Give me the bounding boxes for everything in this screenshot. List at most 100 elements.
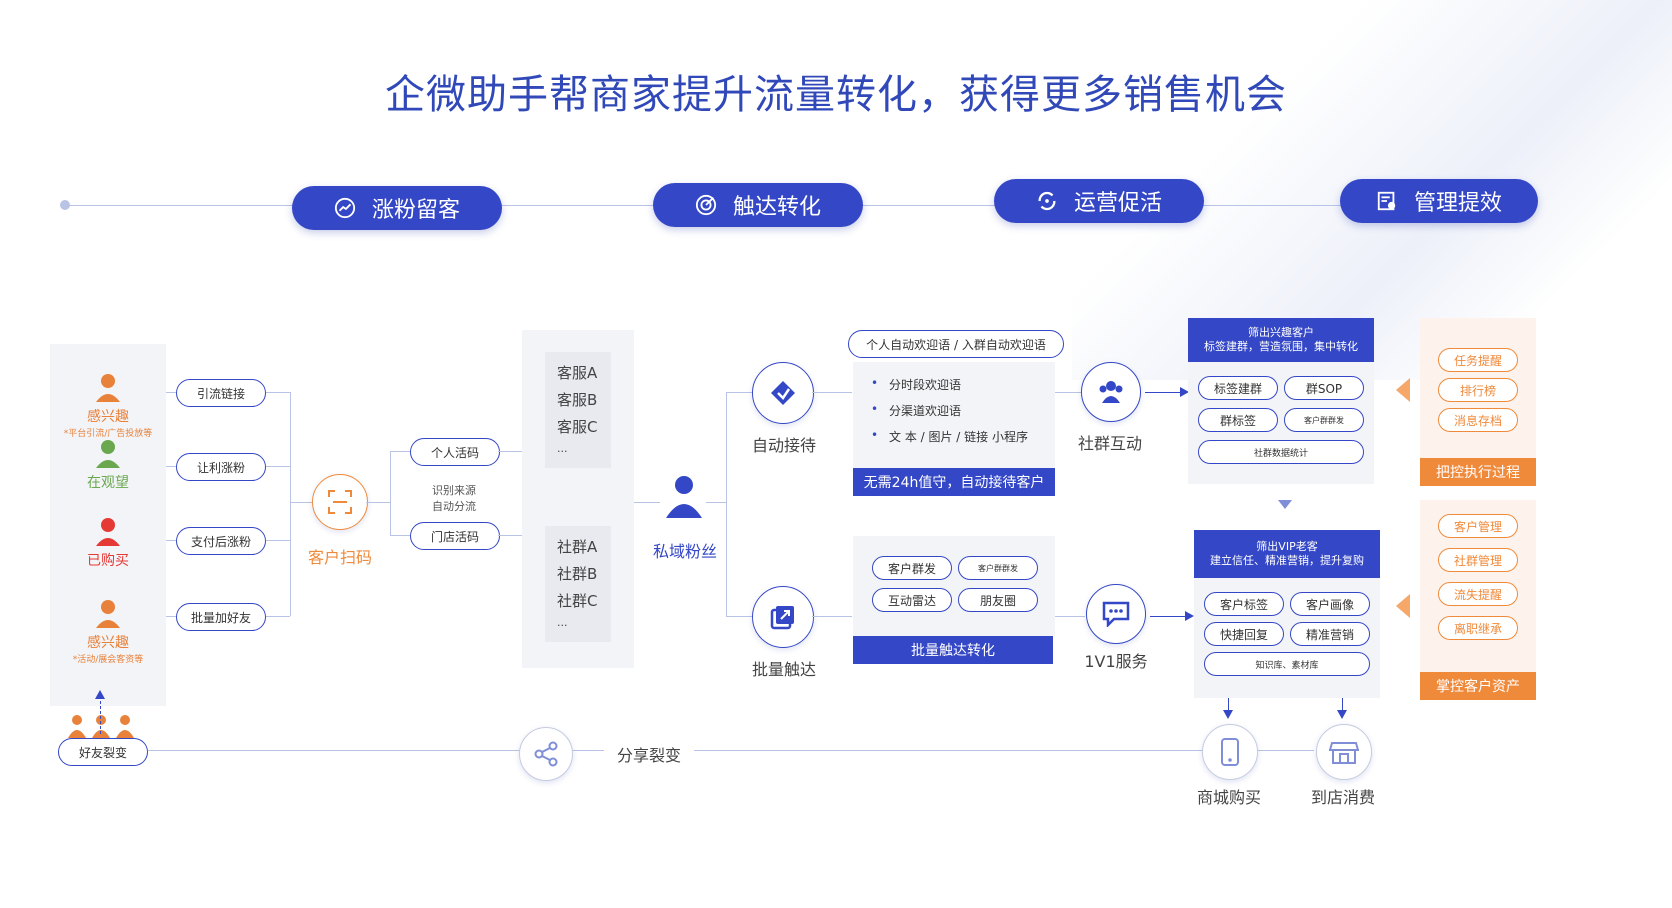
private-fans-person-icon (666, 476, 702, 518)
auto-reception-label: 自动接待 (751, 436, 816, 455)
customer-sub: *平台引流/广告投放等 (63, 429, 153, 439)
referral-pill: 好友裂变 (58, 738, 148, 766)
agent-item: ... (557, 442, 568, 455)
connector (1055, 392, 1081, 393)
community-label: 社群互动 (1077, 434, 1142, 453)
connector (390, 451, 410, 452)
welcome-pill: 个人自动欢迎语 / 入群自动欢迎语 (848, 330, 1064, 358)
customer-sub: *活动/展会客资等 (72, 655, 144, 665)
connector (266, 540, 290, 541)
person-icon (96, 518, 120, 546)
one-on-one-label: 1V1服务 (1084, 652, 1148, 671)
share-out-icon (770, 606, 794, 630)
arrow-head (1185, 611, 1194, 621)
batch-reach-footer: 批量触达转化 (853, 636, 1053, 664)
code-pill: 个人活码 (410, 438, 500, 466)
bullet-item: 分渠道欢迎语 (867, 402, 1055, 419)
connector (290, 392, 291, 616)
arrow-line (1342, 698, 1343, 712)
tag-pill: 客户群群发 (958, 556, 1038, 580)
group-item: 社群A (557, 538, 598, 556)
agents-box: 客服A 客服B 客服C ... (545, 352, 611, 468)
scan-note: 识别来源 自动分流 (432, 484, 476, 513)
batch-reach-panel (853, 536, 1055, 636)
connector (266, 616, 290, 617)
one-on-one-circle (1086, 584, 1146, 644)
community-header: 筛出兴趣客户 标签建群，营造氛围，集中转化 (1188, 318, 1374, 362)
store-circle (1316, 724, 1372, 780)
store-label: 到店消费 (1310, 788, 1375, 807)
channel-pill: 支付后涨粉 (176, 527, 266, 555)
trend-check-icon (334, 197, 356, 219)
customer-watching: 在观望 (50, 438, 166, 492)
tag-pill: 社群数据统计 (1198, 440, 1364, 464)
stage-label: 涨粉留客 (371, 198, 460, 223)
connector (726, 392, 752, 393)
agent-item: 客服A (557, 364, 598, 382)
group-item: 社群C (557, 592, 598, 610)
tag-pill: 标签建群 (1198, 376, 1278, 400)
connector (166, 466, 176, 467)
group-people-icon (1099, 381, 1123, 403)
connector (166, 616, 176, 617)
tag-pill: 客户画像 (1290, 592, 1370, 616)
connector (498, 535, 522, 536)
connector (390, 535, 410, 536)
mgmt-pill: 任务提醒 (1438, 348, 1518, 372)
connector (498, 451, 522, 452)
tag-pill: 互动雷达 (872, 588, 952, 612)
stage-label: 管理提效 (1413, 191, 1502, 216)
auto-reception-footer: 无需24h值守，自动接待客户 (853, 468, 1055, 496)
connector (812, 392, 852, 393)
customer-interested-2: 感兴趣 *活动/展会客资等 (50, 598, 166, 665)
connector (812, 616, 852, 617)
dashed-arrow-line (100, 696, 101, 734)
report-doc-icon (1377, 191, 1396, 211)
tag-pill: 客户标签 (1204, 592, 1284, 616)
chat-bubble-icon (1102, 601, 1130, 627)
auto-reception-circle (752, 362, 814, 424)
mgmt-pill: 社群管理 (1438, 548, 1518, 572)
person-icon (96, 600, 120, 628)
auto-reception-panel: 分时段欢迎语 分渠道欢迎语 文 本 / 图片 / 链接 小程序 (853, 362, 1055, 468)
agent-item: 客服C (557, 418, 598, 436)
tag-pill: 朋友圈 (958, 588, 1038, 612)
connector (166, 392, 176, 393)
connector (266, 392, 290, 393)
storefront-icon (1329, 742, 1359, 764)
batch-reach-label: 批量触达 (751, 660, 816, 679)
arrow-head (1223, 710, 1233, 719)
share-label: 分享裂变 (616, 746, 681, 765)
handshake-icon (771, 381, 795, 405)
scan-circle (312, 474, 368, 530)
connector (1055, 616, 1085, 617)
stage-manage-efficiency: 管理提效 (1340, 179, 1538, 223)
tag-pill: 群SOP (1284, 376, 1364, 400)
channel-pill: 引流链接 (176, 379, 266, 407)
mobile-phone-icon (1221, 738, 1239, 766)
left-arrow-orange (1396, 594, 1410, 618)
customer-label: 感兴趣 (87, 635, 129, 651)
mgmt-footer-2: 掌控客户资产 (1420, 672, 1536, 700)
bullet-item: 分时段欢迎语 (867, 376, 1055, 393)
stage-reach-convert: 触达转化 (653, 183, 863, 227)
person-icon (96, 440, 120, 468)
connector (634, 502, 660, 503)
channel-pill: 让利涨粉 (176, 453, 266, 481)
community-circle (1081, 362, 1141, 422)
target-icon (695, 194, 717, 216)
scan-label: 客户扫码 (307, 548, 372, 567)
channel-pill: 批量加好友 (176, 603, 266, 631)
refresh-cycle-icon (1038, 191, 1056, 211)
groups-box: 社群A 社群B 社群C ... (545, 526, 611, 642)
mall-label: 商城购买 (1196, 788, 1261, 807)
connector (266, 466, 290, 467)
customer-label: 感兴趣 (87, 409, 129, 425)
mgmt-pill: 离职继承 (1438, 616, 1518, 640)
stage-operate-activate: 运营促活 (994, 179, 1204, 223)
share-circle (519, 727, 573, 781)
page-title: 企微助手帮商家提升流量转化，获得更多销售机会 (385, 72, 1287, 118)
connector (706, 502, 726, 503)
customer-interested-1: 感兴趣 *平台引流/广告投放等 (50, 372, 166, 439)
tag-pill: 精准营销 (1290, 622, 1370, 646)
